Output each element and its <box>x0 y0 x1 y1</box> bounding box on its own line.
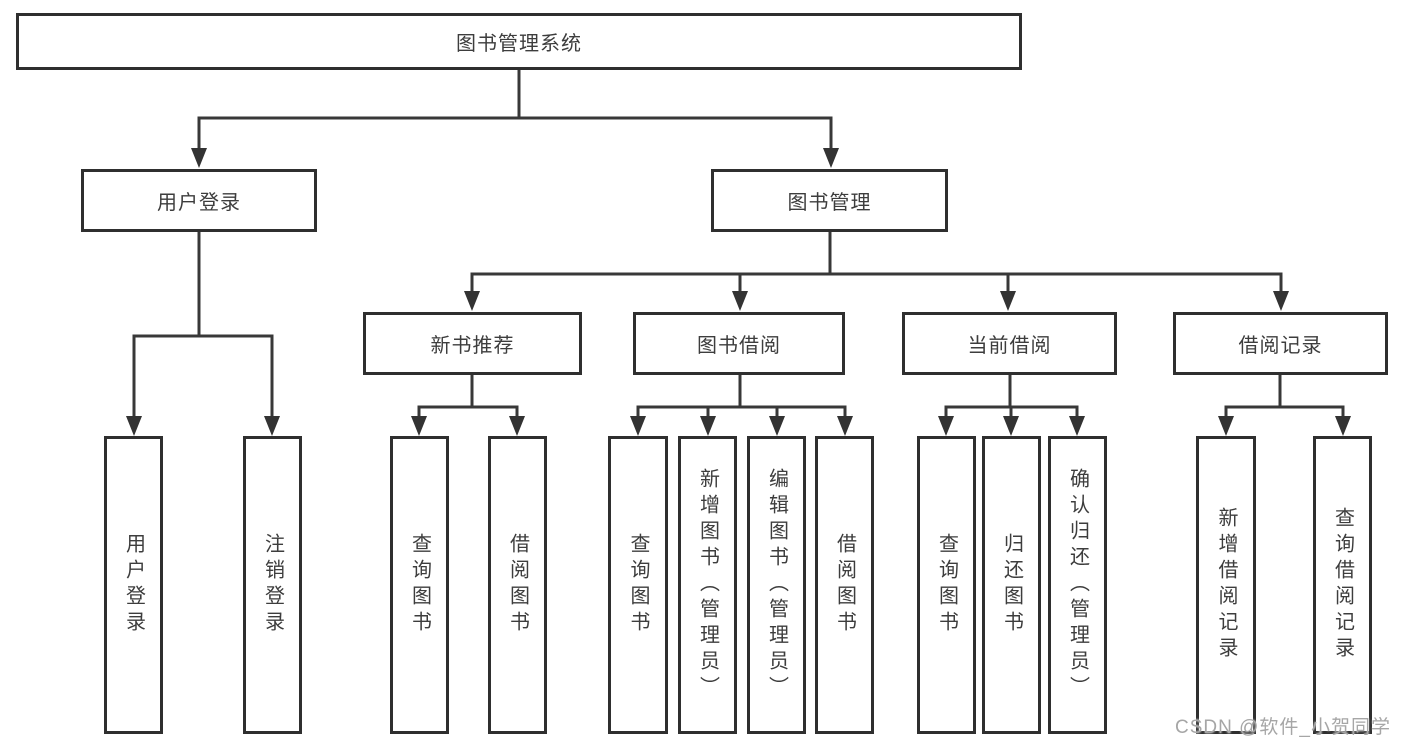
node-label: 借阅图书 <box>506 533 529 637</box>
node-label: 确认归还（管理员） <box>1066 468 1089 702</box>
leaf-query-books-current: 查询图书 <box>917 436 976 734</box>
leaf-confirm-return-admin: 确认归还（管理员） <box>1048 436 1107 734</box>
node-library-management-system: 图书管理系统 <box>16 13 1022 70</box>
node-user-login-branch: 用户登录 <box>81 169 317 232</box>
node-new-book-recommend: 新书推荐 <box>363 312 582 375</box>
node-label: 编辑图书（管理员） <box>765 468 788 702</box>
leaf-query-borrow-record: 查询借阅记录 <box>1313 436 1372 734</box>
node-label: 图书借阅 <box>697 335 781 357</box>
leaf-borrow-books: 借阅图书 <box>815 436 874 734</box>
node-label: 查询借阅记录 <box>1331 507 1354 663</box>
node-borrow-records: 借阅记录 <box>1173 312 1388 375</box>
node-label: 用户登录 <box>122 533 145 637</box>
node-label: 当前借阅 <box>967 335 1052 357</box>
leaf-return-books: 归还图书 <box>982 436 1041 734</box>
node-label: 借阅图书 <box>833 533 856 637</box>
leaf-query-books-borrow: 查询图书 <box>608 436 668 734</box>
node-label: 查询图书 <box>935 533 958 637</box>
node-label: 新书推荐 <box>430 335 515 357</box>
leaf-logout: 注销登录 <box>243 436 302 734</box>
leaf-borrow-books-recommend: 借阅图书 <box>488 436 547 734</box>
node-label: 归还图书 <box>1000 533 1023 637</box>
node-book-borrow: 图书借阅 <box>633 312 845 375</box>
node-label: 查询图书 <box>408 533 431 637</box>
arrowhead-icons <box>126 148 1351 436</box>
node-label: 图书管理 <box>787 192 872 214</box>
node-current-borrow: 当前借阅 <box>902 312 1117 375</box>
node-book-management: 图书管理 <box>711 169 948 232</box>
leaf-query-books-recommend: 查询图书 <box>390 436 449 734</box>
leaf-add-borrow-record: 新增借阅记录 <box>1196 436 1256 734</box>
node-label: 借阅记录 <box>1238 335 1323 357</box>
watermark: CSDN @软件_小贺同学 <box>1175 717 1391 738</box>
leaf-add-book-admin: 新增图书（管理员） <box>678 436 737 734</box>
leaf-edit-book-admin: 编辑图书（管理员） <box>747 436 806 734</box>
node-label: 图书管理系统 <box>456 33 582 55</box>
node-label: 用户登录 <box>157 192 241 214</box>
leaf-user-login: 用户登录 <box>104 436 163 734</box>
node-label: 查询图书 <box>627 533 649 637</box>
node-label: 新增借阅记录 <box>1215 507 1237 663</box>
node-label: 注销登录 <box>261 533 284 637</box>
node-label: 新增图书（管理员） <box>696 468 719 702</box>
